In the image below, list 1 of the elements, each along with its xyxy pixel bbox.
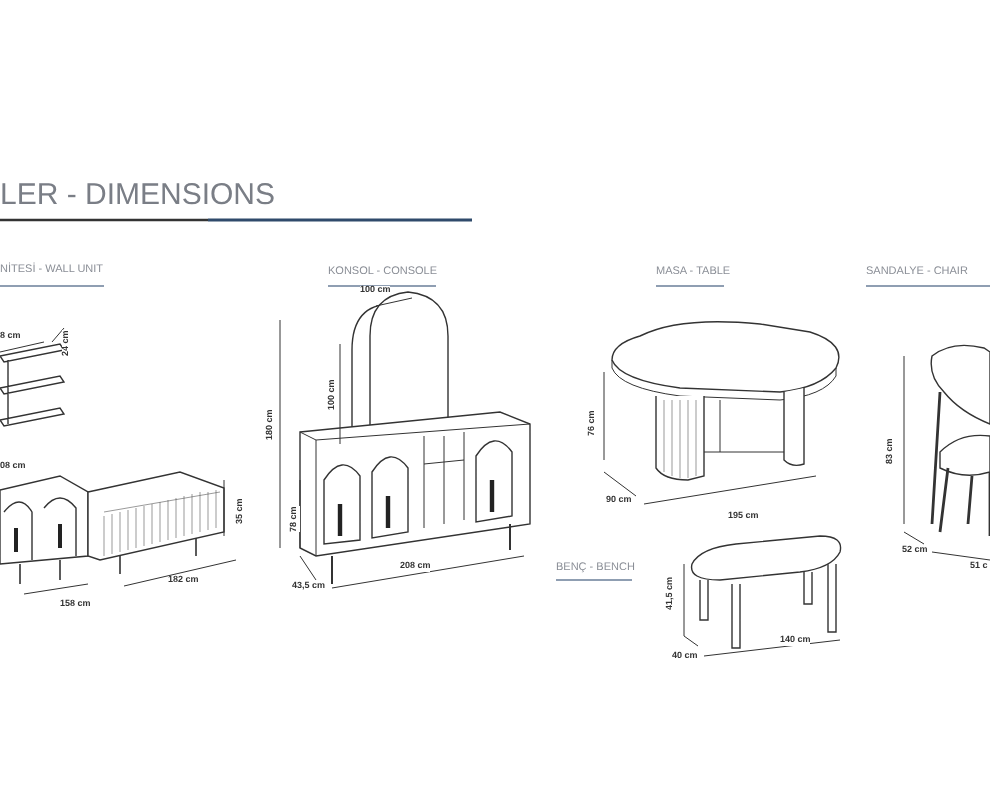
subtitle: LER - DIMENSIONS <box>0 180 276 210</box>
